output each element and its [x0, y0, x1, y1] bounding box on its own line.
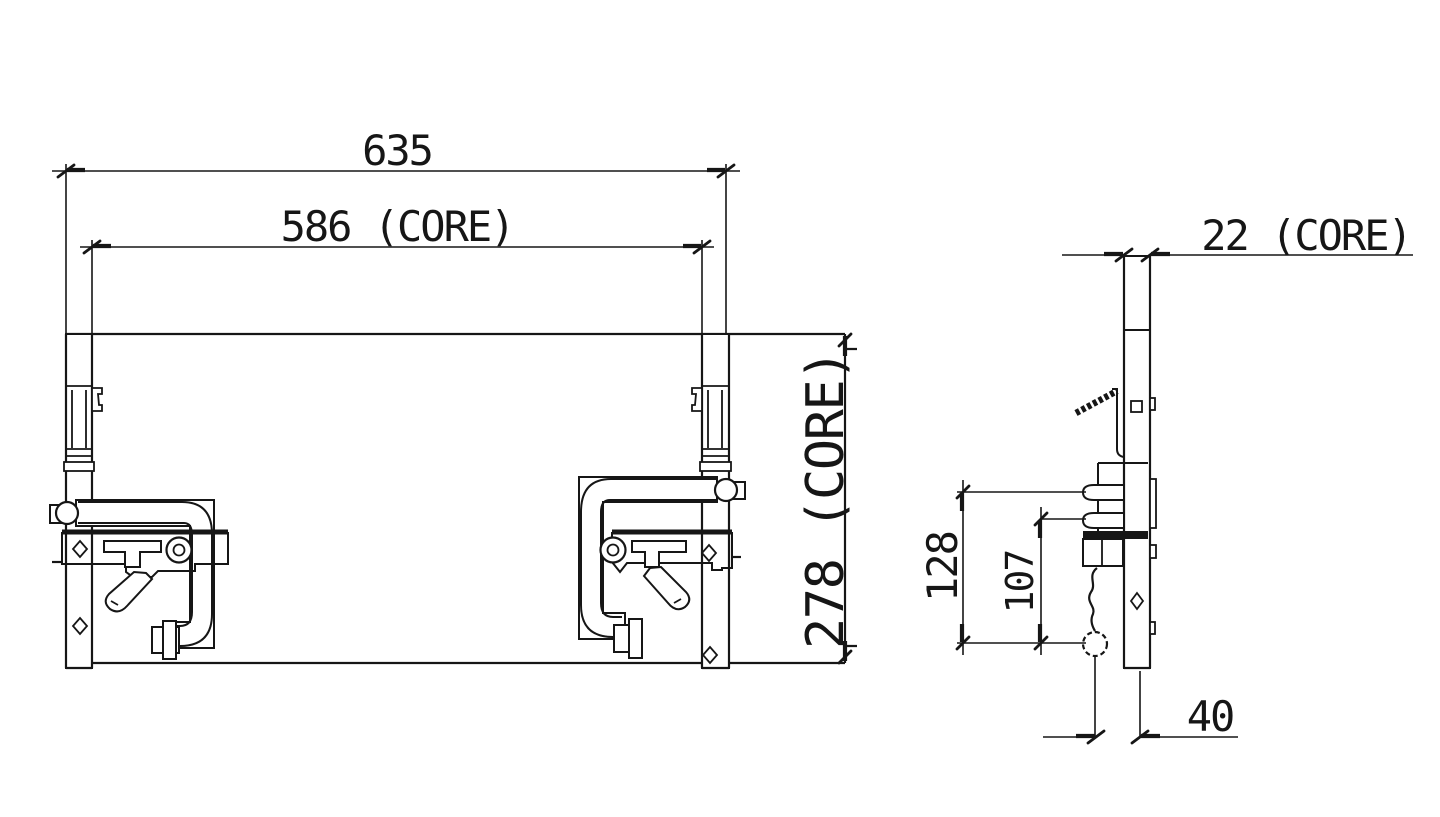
front-view: 635 586 (CORE) 278 (CORE): [49, 126, 857, 670]
dim-label-mount-overall: 128: [918, 532, 967, 602]
profile-tab-3: [1149, 544, 1157, 559]
profile-tab-1: [1149, 397, 1156, 411]
arrow-ticks: [1033, 511, 1049, 651]
bolt-spiral: [172, 543, 186, 557]
plate-hole-diamond: [71, 539, 89, 559]
lever-arm-mark: [673, 598, 682, 604]
t-slot: [103, 540, 162, 568]
pipe-outer-line: [78, 501, 213, 647]
bolt-spiral: [606, 543, 620, 557]
profile-tab-4: [1149, 621, 1156, 635]
dim-mount-overall: 128: [918, 480, 1086, 655]
dim-label-core-width: 586 (CORE): [281, 202, 514, 251]
plate-hole-diamond: [700, 543, 718, 563]
arrow-ticks: [1086, 729, 1150, 745]
arrow-ticks: [955, 484, 971, 651]
mounting-plate-outline: [61, 532, 229, 578]
side-top-clip: [1074, 388, 1125, 458]
arrow-side-dashes: [846, 347, 857, 648]
arrow-ticks: [837, 332, 853, 665]
profile-tab-2: [1149, 478, 1157, 529]
pipe-hook-curve: [1088, 567, 1098, 632]
side-mount-block: [1081, 462, 1148, 658]
arrow-ticks: [1114, 247, 1160, 263]
clip-hook-line: [1112, 388, 1125, 458]
lever-arm-mark: [110, 600, 119, 606]
profile-diamond-hole: [1129, 591, 1145, 611]
pipe-inner-line: [600, 499, 716, 618]
lever-arm: [104, 570, 154, 613]
dim-bottom-offset: 40: [1043, 656, 1238, 745]
channel-clip: [691, 387, 703, 412]
pipe-fitting-tab: [628, 618, 643, 659]
dim-label-core-height: 278 (CORE): [796, 351, 856, 649]
channel-dividers: [66, 448, 92, 457]
left-bracket-assembly: [49, 499, 229, 660]
side-profile: [1122, 255, 1157, 670]
channel-dividers: [702, 448, 729, 457]
channel-clip: [91, 387, 103, 412]
pipe-inner-line: [78, 522, 193, 627]
dim-label-core-depth: 22 (CORE): [1201, 211, 1411, 260]
channel-hole-diamond: [71, 616, 89, 636]
lever-arm: [642, 565, 691, 611]
pipe-end-circle: [713, 477, 739, 503]
dim-label-bottom-offset: 40: [1187, 692, 1234, 741]
bolt-head: [165, 536, 193, 564]
channel-clamp-block: [63, 461, 95, 472]
block-flange-band: [1083, 531, 1148, 539]
dim-core-depth: 22 (CORE): [1062, 211, 1413, 263]
pipe-fitting-tab: [162, 620, 177, 660]
pipe-end-circle: [54, 500, 80, 526]
clip-hatched-bar: [1074, 388, 1119, 416]
middle-bracket-assembly: [578, 476, 746, 659]
pipe-fill: [578, 476, 718, 640]
pipe-nose-upper: [1081, 484, 1123, 501]
pipe-end-circle-dashed: [1081, 630, 1109, 658]
dim-core-height: 278 (CORE): [796, 332, 857, 665]
pipe-outer-line: [580, 478, 716, 638]
channel-clamp-block: [699, 461, 732, 472]
channel-tube-lines: [71, 390, 87, 448]
channel-tube-lines: [707, 390, 723, 448]
dim-overall-width: 635: [52, 126, 740, 334]
dim-mount-inner: 107: [998, 507, 1086, 655]
channel-hole-diamond: [701, 645, 719, 665]
profile-square-hole: [1130, 400, 1143, 413]
arrow-ticks: [56, 163, 736, 179]
arrow-ticks: [82, 239, 712, 255]
mounting-plate-outline: [611, 532, 733, 574]
dim-label-overall-width: 635: [362, 126, 432, 175]
dim-core-width: 586 (CORE): [80, 202, 714, 334]
dim-label-mount-inner: 107: [998, 551, 1042, 614]
pipe-nose-lower: [1081, 512, 1123, 529]
side-view: 22 (CORE) 128 107 40: [918, 211, 1413, 745]
block-lower: [1082, 538, 1124, 567]
bolt-head: [599, 536, 627, 564]
